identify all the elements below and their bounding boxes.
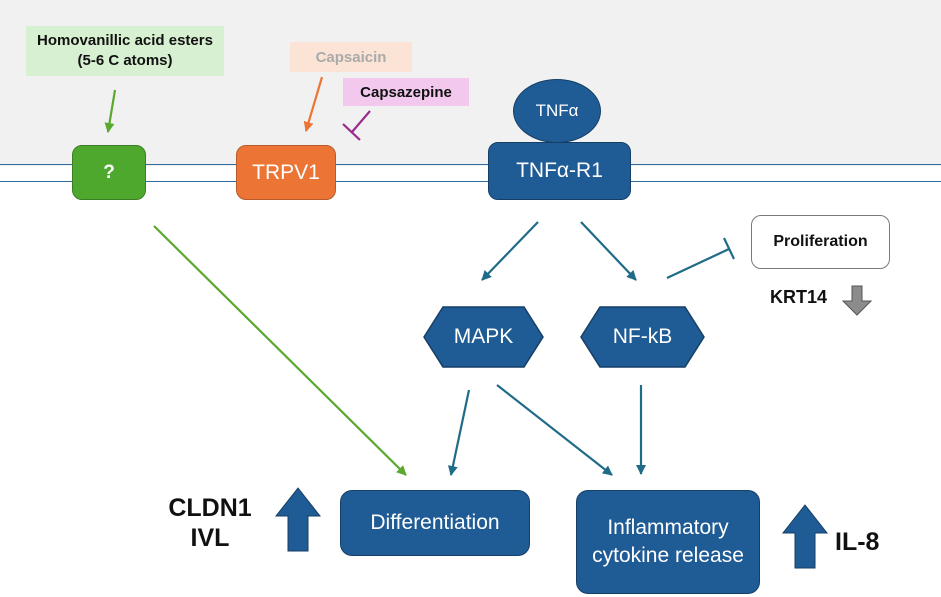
nfkb-hexagon	[580, 306, 705, 368]
inflammatory-cytokine-box: Inflammatory cytokine release	[576, 490, 760, 594]
proliferation-box: Proliferation	[751, 215, 890, 269]
ivl-label: IVL	[190, 524, 230, 552]
down-arrow-icon	[841, 285, 873, 316]
cldn1-label: CLDN1	[168, 494, 252, 522]
tnfa-r1-receptor: TNFα-R1	[488, 142, 631, 200]
nfkb-label: NF-kB	[612, 325, 673, 348]
membrane-inner-line	[0, 181, 941, 182]
membrane-outer-line	[0, 164, 941, 165]
mapk-to-inflammatory-arrow	[496, 384, 613, 476]
il8-label: IL-8	[835, 528, 880, 556]
up-arrow-icon	[274, 487, 322, 552]
receptor-to-differentiation-arrow	[153, 225, 407, 476]
unknown-receptor: ?	[72, 145, 146, 200]
mapk-hexagon	[423, 306, 544, 368]
trpv1-receptor: TRPV1	[236, 145, 336, 200]
mapk-to-differentiation-arrow	[447, 389, 471, 476]
up-arrow-icon	[781, 504, 829, 569]
differentiation-box: Differentiation	[340, 490, 530, 556]
mapk-label: MAPK	[453, 325, 514, 348]
homovanillic-to-receptor-arrow	[104, 89, 117, 133]
homovanillic-acid-label: Homovanillic acid esters (5-6 C atoms)	[26, 26, 224, 76]
tnfa-ligand: TNFα	[513, 79, 601, 143]
capsaicin-to-trpv1-arrow	[303, 76, 324, 132]
capsazepine-label: Capsazepine	[343, 78, 469, 106]
nfkb-inhibits-proliferation	[666, 237, 735, 279]
krt14-label: KRT14	[770, 287, 828, 307]
tnfr-to-mapk-arrow	[481, 221, 539, 281]
tnfr-to-nfkb-arrow	[580, 221, 637, 281]
differentiation-markers: CLDN1 IVL	[160, 493, 260, 553]
capsaicin-label: Capsaicin	[290, 42, 412, 72]
capsazepine-inhibition	[342, 110, 371, 141]
